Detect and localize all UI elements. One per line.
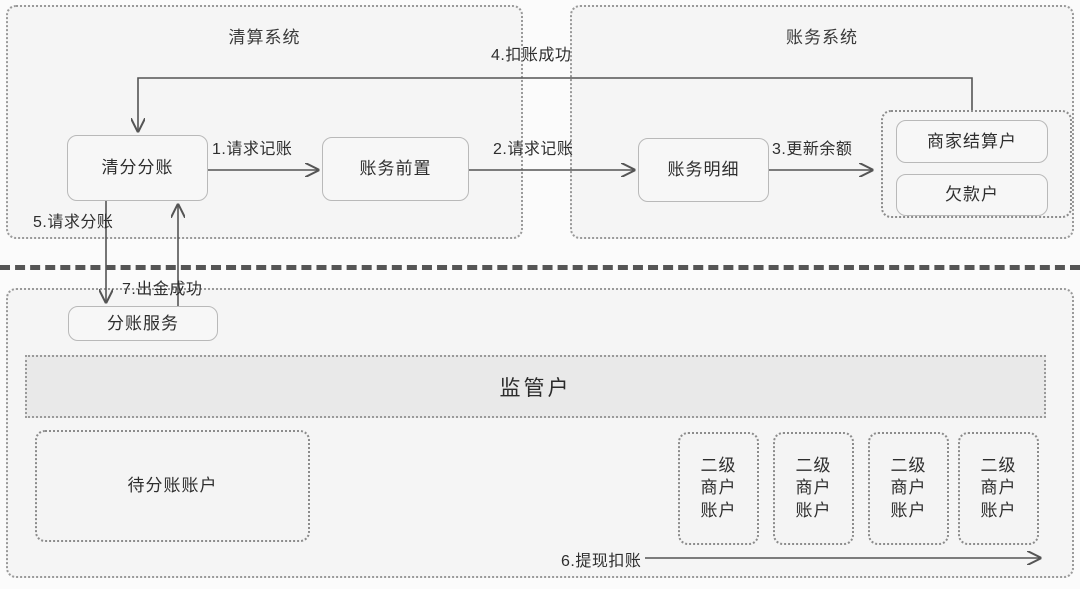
- sub-merchant-line-2: 商户: [795, 478, 832, 498]
- group-merchant-accounts: [881, 110, 1072, 218]
- edge-label-2: 2.请求记账: [493, 141, 574, 158]
- node-sub-merchant-account-4[interactable]: 二级 商户 账户: [958, 432, 1039, 545]
- node-sub-merchant-account-2[interactable]: 二级 商户 账户: [773, 432, 854, 545]
- sub-merchant-line-1: 二级: [700, 456, 737, 476]
- edge-label-6: 6.提现扣账: [561, 553, 642, 570]
- node-accounting-front[interactable]: 账务前置: [322, 137, 469, 201]
- node-accounting-detail[interactable]: 账务明细: [638, 138, 769, 202]
- sub-merchant-line-1: 二级: [795, 456, 832, 476]
- node-merchant-settlement-account[interactable]: 商家结算户: [896, 120, 1048, 163]
- sub-merchant-line-2: 商户: [700, 478, 737, 498]
- sub-merchant-line-2: 商户: [980, 478, 1017, 498]
- sub-merchant-line-3: 账户: [980, 500, 1017, 520]
- edge-label-1: 1.请求记账: [212, 141, 293, 158]
- sub-merchant-line-1: 二级: [980, 456, 1017, 476]
- node-sub-merchant-account-3[interactable]: 二级 商户 账户: [868, 432, 949, 545]
- node-supervision-account[interactable]: 监管户: [25, 355, 1046, 418]
- zone-divider: [0, 265, 1080, 270]
- node-sub-merchant-account-1[interactable]: 二级 商户 账户: [678, 432, 759, 545]
- panel-clearing-system: 清算系统: [6, 5, 523, 239]
- edge-label-5: 5.请求分账: [33, 214, 114, 231]
- edge-label-7: 7.出金成功: [122, 281, 203, 298]
- sub-merchant-line-1: 二级: [890, 456, 927, 476]
- node-debt-account[interactable]: 欠款户: [896, 174, 1048, 216]
- sub-merchant-line-3: 账户: [700, 500, 737, 520]
- node-split-service[interactable]: 分账服务: [68, 306, 218, 341]
- edge-label-4: 4.扣账成功: [491, 47, 572, 64]
- panel-clearing-system-title: 清算系统: [228, 28, 301, 47]
- node-pending-split-account[interactable]: 待分账账户: [35, 430, 310, 542]
- panel-accounting-system-title: 账务系统: [786, 28, 858, 47]
- sub-merchant-line-2: 商户: [890, 478, 927, 498]
- node-clearing-split[interactable]: 清分分账: [67, 135, 208, 201]
- sub-merchant-line-3: 账户: [795, 500, 832, 520]
- sub-merchant-line-3: 账户: [890, 500, 927, 520]
- edge-label-3: 3.更新余额: [772, 141, 853, 158]
